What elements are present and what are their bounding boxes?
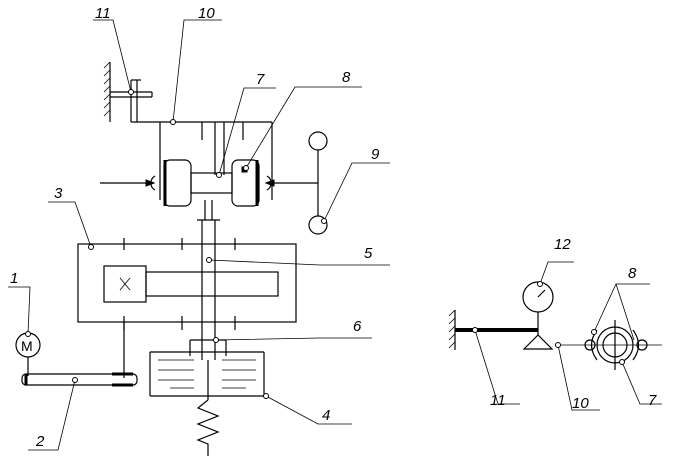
label-3: 3 — [54, 185, 63, 202]
frame — [131, 121, 273, 200]
label-10: 10 — [198, 5, 215, 22]
label-6: 6 — [353, 318, 362, 335]
leader-dots — [25, 89, 327, 399]
label-5: 5 — [364, 245, 373, 262]
detail-view — [448, 281, 662, 370]
detail-label-10: 10 — [572, 395, 589, 412]
leader-lines — [8, 19, 390, 451]
detail-label-11: 11 — [490, 392, 506, 409]
motor-symbol: M — [21, 338, 33, 354]
label-9: 9 — [371, 146, 380, 163]
detail-leader-dots — [472, 281, 625, 365]
bearing-assembly — [100, 159, 318, 207]
label-11: 11 — [95, 5, 111, 22]
motor: M — [15, 332, 41, 376]
label-4: 4 — [322, 407, 330, 424]
belt-drive — [21, 372, 138, 387]
label-7: 7 — [256, 71, 265, 88]
label-2: 2 — [35, 433, 45, 450]
detail-label-7: 7 — [648, 392, 657, 409]
fluid-tank — [149, 351, 265, 456]
detail-label-12: 12 — [554, 236, 571, 253]
detail-label-8: 8 — [628, 265, 637, 282]
label-1: 1 — [10, 270, 18, 287]
gear-housing — [77, 238, 297, 378]
label-8: 8 — [342, 69, 351, 86]
detail-leader-lines — [474, 261, 662, 411]
central-shaft — [189, 200, 227, 360]
pendulum — [308, 131, 328, 235]
